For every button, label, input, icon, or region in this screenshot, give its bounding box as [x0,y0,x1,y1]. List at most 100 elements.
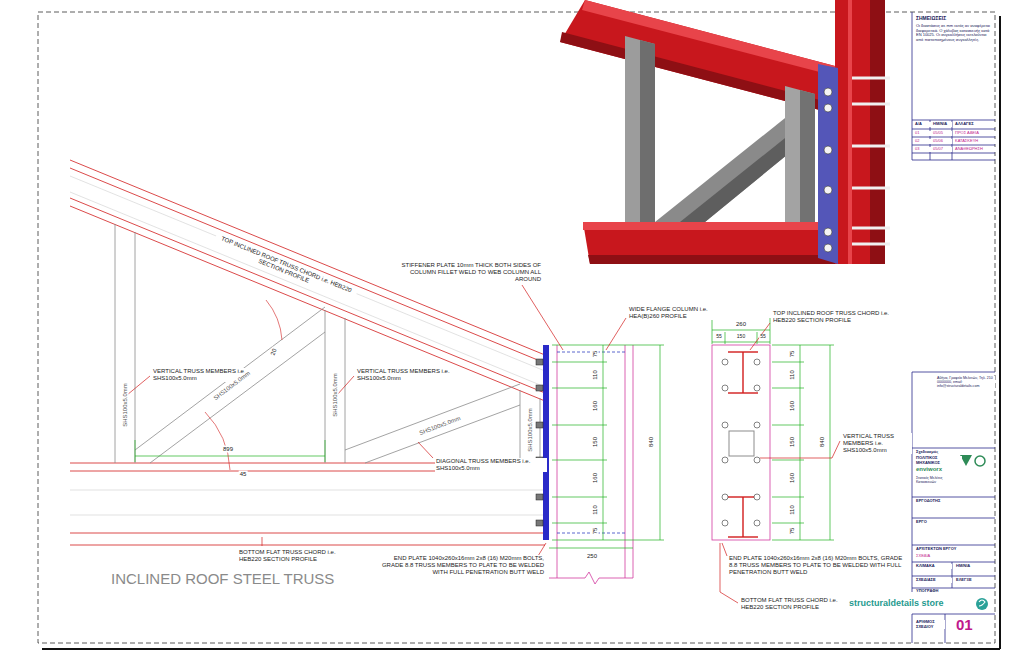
drawing-circle [824,146,832,154]
drawing-line [70,198,545,393]
drawing-line [772,345,834,346]
drawing-g [70,160,545,401]
title-block-heading: ΑΡΧΙΤΕΚΤΩΝ ΕΡΓΟΥ [915,547,992,552]
drawing-line [365,405,520,463]
notes-text: Οι διαστάσεις σε mm εκτός αν αναφέρεται … [915,24,993,42]
member-size: SHS100x5.0mm [332,372,339,418]
member-size: SHS100x5.0mm [122,382,129,428]
revision-cell: Α/Α [914,122,934,127]
drawing-line [540,398,541,463]
drawing-line [262,537,263,546]
drawing-line [912,137,995,138]
drawing-polyline [760,441,840,458]
drawing-line [852,227,890,230]
drawing-line [750,323,770,350]
callout-text: STIFFENER PLATE 10mm THICK BOTH SIDES OF… [390,262,542,283]
drawing-circle [754,520,760,526]
drawing-circle [722,385,728,391]
drawing-circle [722,494,728,500]
drawing-rect [835,0,885,264]
drawing-line [999,16,1001,649]
drawing-line [742,497,743,537]
drawing-line [552,345,664,346]
drawing-g [824,88,832,252]
drawing-circle [975,456,985,466]
drawing-line [552,362,607,363]
drawing-g [135,440,325,462]
drawing-line [135,456,325,457]
drawing-line [912,614,995,615]
drawing-line [325,440,326,462]
title-block-heading: ΣΧΕΔΙΑ [915,554,992,559]
drawing-g [536,359,543,526]
dimension-number: 150 [736,334,746,340]
drawing-line [742,352,743,393]
angle-number: 20 [269,347,278,358]
title-block-heading: ΕΡΓΟΔΟΤΗΣ [915,499,992,504]
drawing-rect [729,431,754,456]
drawing-circle [722,520,728,526]
drawing-line [912,448,995,449]
title-block-heading: ΕΛΕΓΞΕ [955,578,992,583]
notes-heading: ΣΗΜΕΙΩΣΕΙΣ [915,16,992,22]
callout-text: END PLATE 1040x260x16mm 2x8 (16) M20mm B… [728,555,905,576]
drawing-g [912,12,995,643]
drawing-line [552,460,607,461]
dimension-number: 110 [789,504,796,516]
drawing-rect [870,0,885,264]
drawing-line [127,376,150,395]
dimension-number: 55 [715,334,723,340]
drawing-line [625,345,626,578]
drawing-line [418,442,433,458]
drawing-line [135,307,325,450]
drawing-line [912,497,995,498]
drawing-line [660,345,661,540]
company-name: enviworx [915,466,962,473]
title-block-heading: Σχεδιασμός [915,450,962,455]
drawing-line [70,545,545,546]
drawing-line [603,345,604,540]
drawing-circle [824,228,832,236]
drawing-polygon [625,36,655,222]
callout-text: BOTTOM FLAT TRUSS CHORD i.e. HEB220 SECT… [238,549,360,563]
drawing-line [552,540,664,541]
drawing-circle [754,385,760,391]
dimension-number: 260 [735,321,747,328]
drawing-line [606,318,626,350]
drawing-circle [824,104,832,112]
callout-text: TOP INCLINED ROOF TRUSS CHORD i.e. HEB22… [772,310,899,324]
company-text: Στατικές Μελέτες Κατασκευών [915,476,962,484]
member-size: SHS100x5.0mm [527,407,534,453]
callout-text: WIDE FLANGE COLUMN i.e. HEA(B)260 PROFIL… [628,306,725,320]
title-block-heading: ΣΧΕΔΙΑΣΕ [915,578,952,583]
drawing-line [345,318,346,463]
drawing-line [522,285,563,350]
drawing-line [552,523,607,524]
title-block-heading: ΕΡΓΟ [915,520,992,525]
drawing-line [770,318,771,344]
revision-cell: ΠΡΟΣ ΑΔΕΙΑ [954,131,996,136]
dimension-number: 110 [592,369,599,381]
drawing-line [912,518,995,519]
drawing-line [70,176,545,371]
drawing-g [70,463,545,545]
drawing-line [912,545,995,546]
drawing-line [772,425,804,426]
drawing-line [135,440,136,462]
drawing-rect [848,0,852,264]
drawing-line [70,206,545,401]
drawing-line [70,533,545,534]
title-block-heading: ΠΟΛΙΤΙΚΟΣ ΜΗΧΑΝΙΚΟΣ [915,456,962,465]
drawing-line [712,342,770,343]
dimension-number: 110 [789,369,796,381]
drawing-polygon [800,90,815,222]
revision-cell: 01 [914,131,934,136]
drawing-line [70,192,545,387]
dimension-number: 75 [592,350,599,359]
member-size: SHS100x5.0mm [417,415,462,438]
drawing-line [552,497,607,498]
drawing-path [266,300,282,340]
drawing-line [70,160,545,355]
revision-cell: ΗΜ/ΝΙΑ [932,122,952,127]
